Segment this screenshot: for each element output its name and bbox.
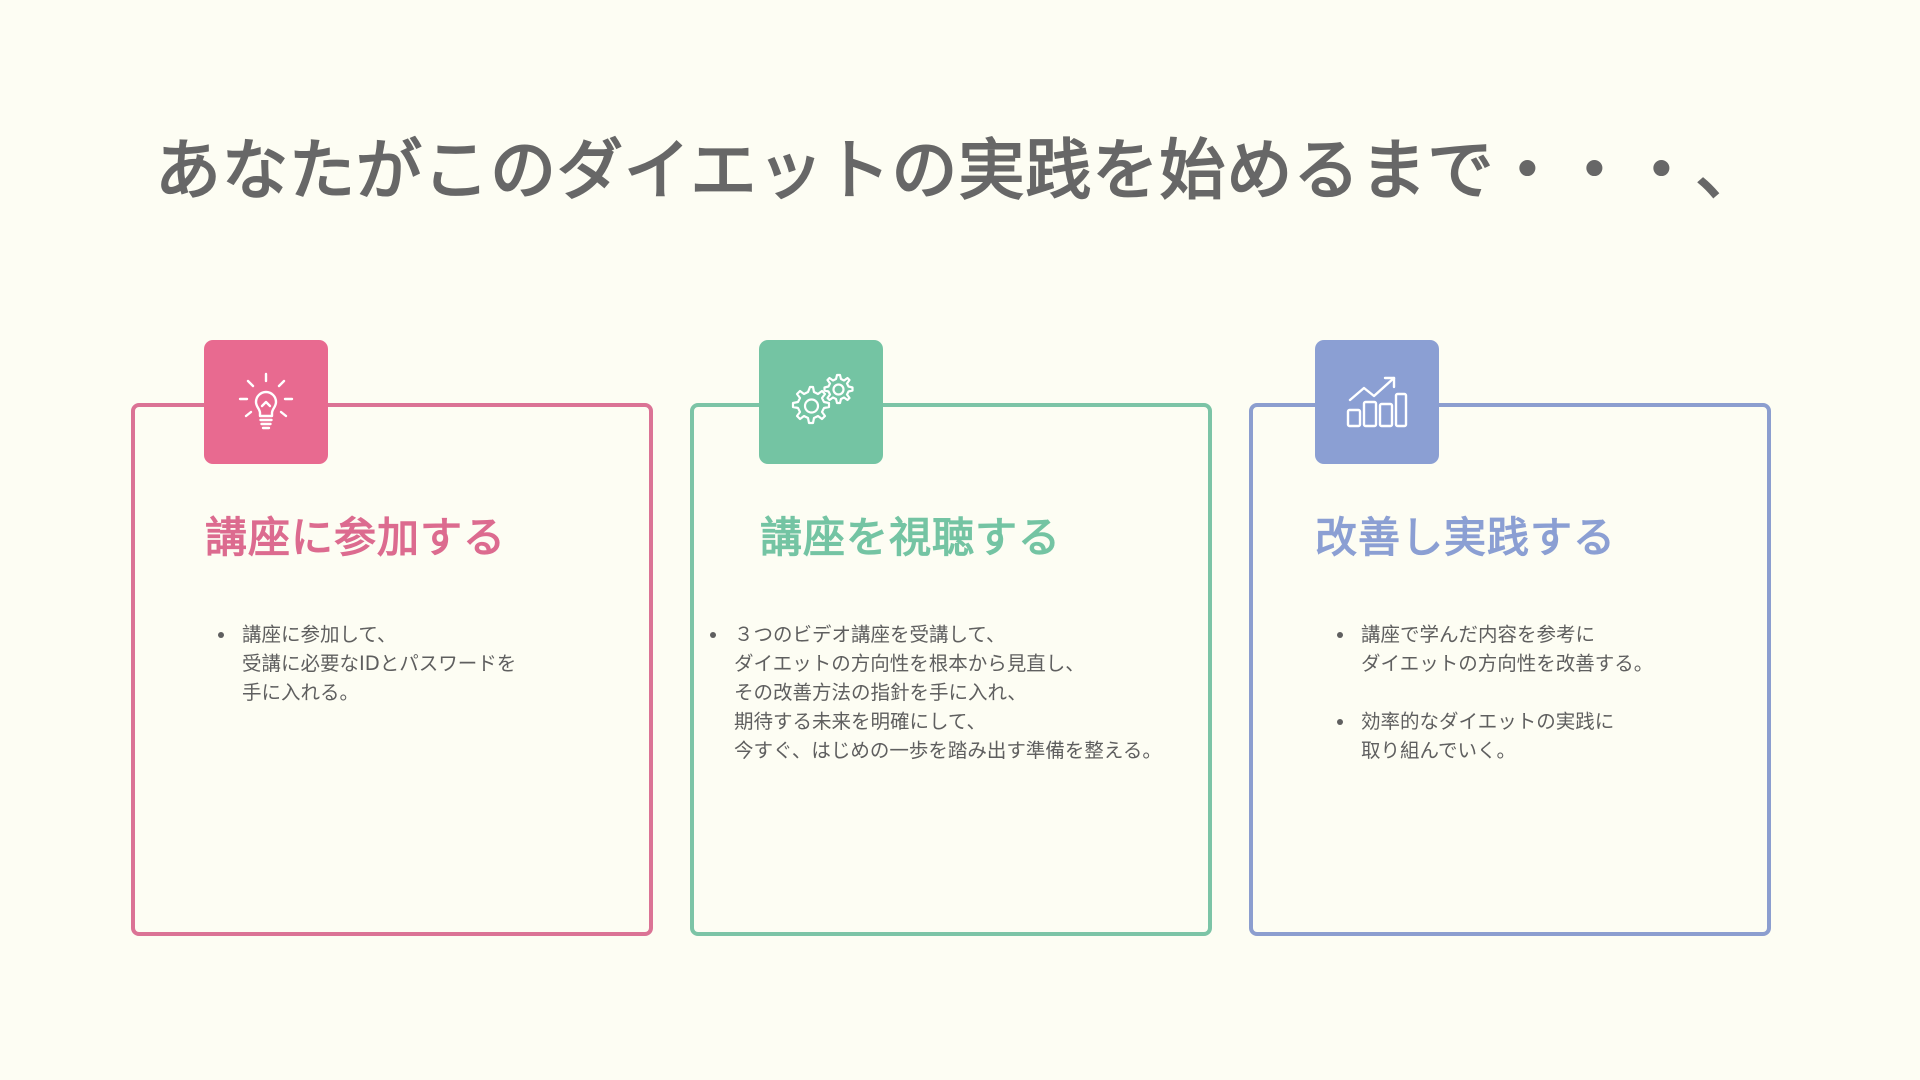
bullet-line: その改善方法の指針を手に入れ、 xyxy=(734,681,1027,704)
bullet-line: 講座で学んだ内容を参考に xyxy=(1361,623,1596,646)
card-improve-practice xyxy=(1249,403,1771,936)
card-heading-watch-course: 講座を視聴する xyxy=(760,513,1062,562)
list-item: ３つのビデオ講座を受講して、 ダイエットの方向性を根本から見直し、 その改善方法… xyxy=(708,620,1162,765)
bullet-line: 講座に参加して、 xyxy=(242,623,397,646)
card-join-course xyxy=(131,403,653,936)
bullet-line: 手に入れる。 xyxy=(242,681,360,704)
bullet-line: 取り組んでいく。 xyxy=(1361,739,1517,762)
list-item: 効率的なダイエットの実践に 取り組んでいく。 xyxy=(1335,707,1653,765)
icon-tile-join-course xyxy=(204,340,328,464)
icon-tile-watch-course xyxy=(759,340,883,464)
bullet-line: 効率的なダイエットの実践に xyxy=(1361,710,1615,733)
card-heading-join-course: 講座に参加する xyxy=(205,513,507,562)
page-title: あなたがこのダイエットの実践を始めるまで・・・、 xyxy=(155,132,1763,209)
bar-chart-growth-icon xyxy=(1346,376,1408,428)
bullet-line: ダイエットの方向性を根本から見直し、 xyxy=(734,652,1085,675)
bullet-list-watch-course: ３つのビデオ講座を受講して、 ダイエットの方向性を根本から見直し、 その改善方法… xyxy=(708,620,1162,765)
bullet-line: ダイエットの方向性を改善する。 xyxy=(1361,652,1654,675)
bullet-line: 今すぐ、はじめの一歩を踏み出す準備を整える。 xyxy=(734,739,1162,762)
bullet-list-join-course: 講座に参加して、 受講に必要なIDとパスワードを 手に入れる。 xyxy=(216,620,516,707)
lightbulb-icon xyxy=(238,372,294,430)
list-item: 講座に参加して、 受講に必要なIDとパスワードを 手に入れる。 xyxy=(216,620,516,707)
gears-icon xyxy=(791,373,854,425)
card-watch-course xyxy=(690,403,1212,936)
list-item: 講座で学んだ内容を参考に ダイエットの方向性を改善する。 xyxy=(1335,620,1653,678)
bullet-list-improve-practice: 講座で学んだ内容を参考に ダイエットの方向性を改善する。 効率的なダイエットの実… xyxy=(1335,620,1653,765)
bullet-line: 期待する未来を明確にして、 xyxy=(734,710,986,733)
icon-tile-improve-practice xyxy=(1315,340,1439,464)
bullet-line: ３つのビデオ講座を受講して、 xyxy=(734,623,1006,646)
bullet-line: 受講に必要なIDとパスワードを xyxy=(242,652,517,675)
card-heading-improve-practice: 改善し実践する xyxy=(1315,513,1617,562)
